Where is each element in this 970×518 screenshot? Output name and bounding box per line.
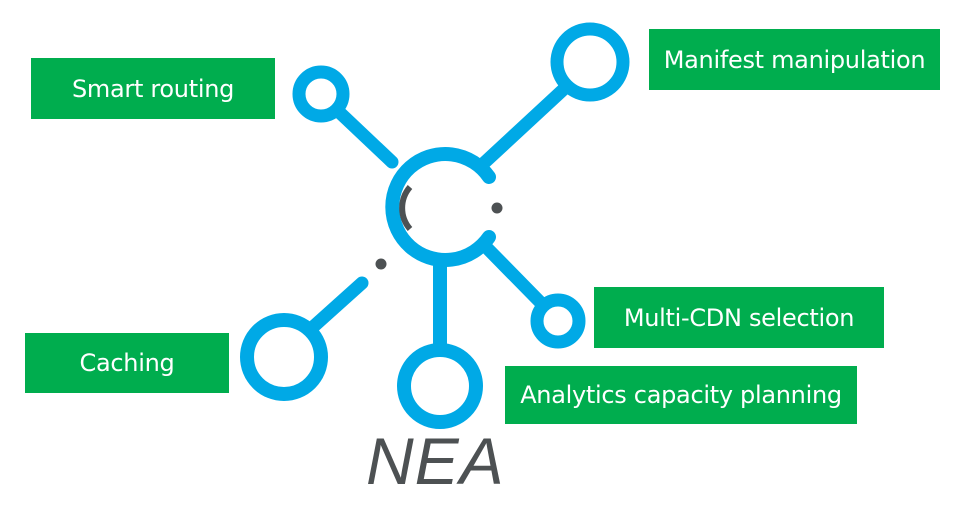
node-caching-icon bbox=[240, 313, 328, 401]
connector-smart-routing bbox=[330, 103, 399, 169]
label-multi-cdn-selection-text: Multi-CDN selection bbox=[623, 303, 855, 332]
connector-manifest bbox=[477, 81, 572, 170]
label-analytics-capacity-planning-text: Analytics capacity planning bbox=[520, 381, 842, 409]
label-manifest-manipulation: Manifest manipulation bbox=[649, 29, 940, 90]
label-manifest-manipulation-text: Manifest manipulation bbox=[663, 45, 926, 74]
connector-multicdn bbox=[480, 241, 547, 309]
logo-wordmark: NEA bbox=[366, 424, 505, 498]
hub-inner-arc-icon bbox=[399, 185, 413, 231]
hub-dot-lower-left-icon bbox=[375, 258, 387, 270]
node-manifest-icon bbox=[550, 22, 630, 102]
label-smart-routing-text: Smart routing bbox=[71, 74, 235, 103]
hub-dot-right-icon bbox=[491, 202, 503, 214]
label-multi-cdn-selection: Multi-CDN selection bbox=[594, 287, 884, 348]
node-analytics-icon bbox=[397, 343, 483, 429]
label-caching: Caching bbox=[25, 333, 229, 393]
node-multicdn-icon bbox=[530, 293, 586, 349]
connector-caching bbox=[306, 276, 369, 334]
node-smart-routing-icon bbox=[292, 65, 350, 123]
label-analytics-capacity-planning: Analytics capacity planning bbox=[505, 366, 857, 424]
label-caching-text: Caching bbox=[79, 349, 175, 377]
hub-ring-icon bbox=[385, 147, 496, 267]
label-smart-routing: Smart routing bbox=[31, 58, 275, 119]
